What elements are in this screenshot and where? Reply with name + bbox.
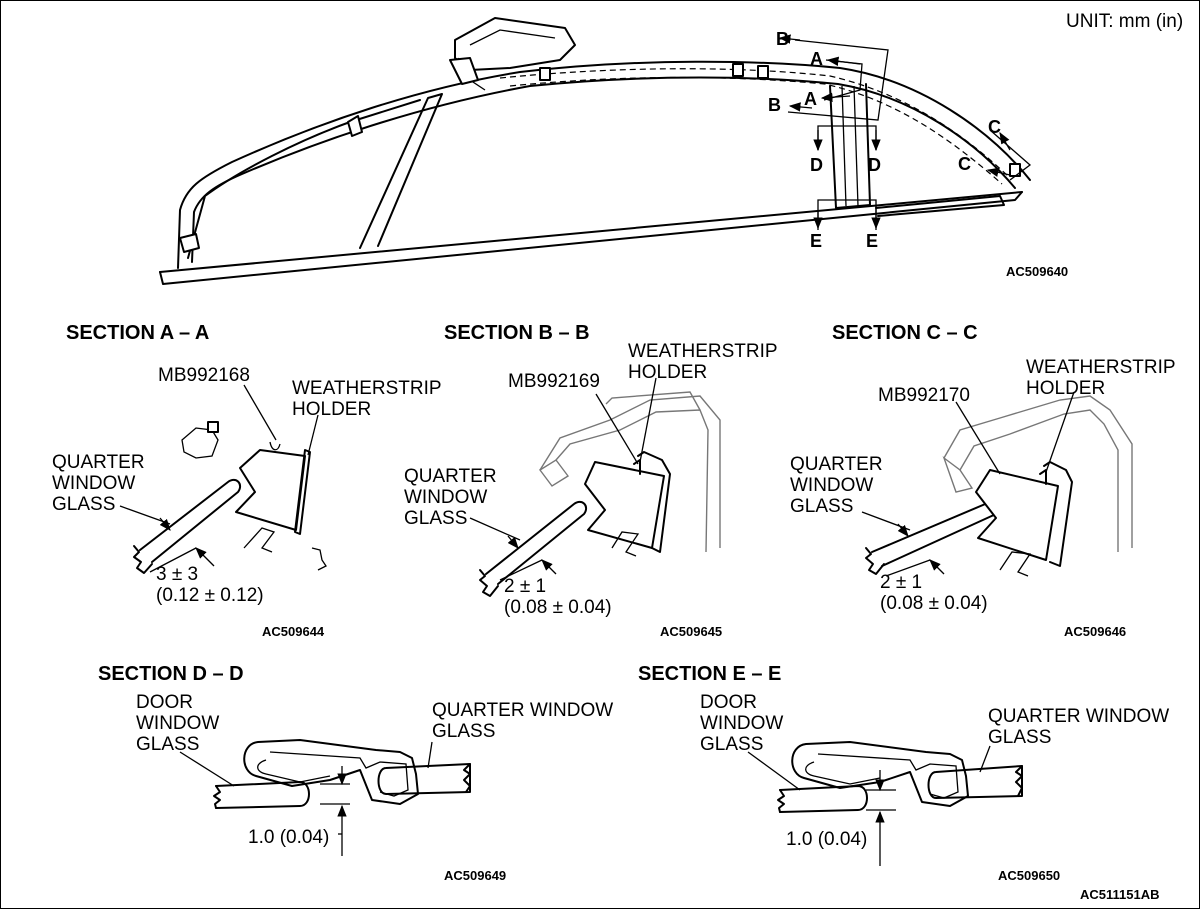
section-e-quarter-glass-label: QUARTER WINDOW GLASS	[988, 706, 1170, 748]
section-c-title: SECTION C – C	[832, 322, 978, 344]
cut-plane-arrows	[778, 34, 1011, 230]
section-c-tool-label: MB992170	[878, 385, 970, 406]
section-a-figure-code: AC509644	[262, 624, 325, 639]
section-a-dimension: 3 ± 3 (0.12 ± 0.12)	[156, 564, 264, 606]
section-e-door-glass-label: DOOR WINDOW GLASS	[700, 692, 784, 755]
overview-figure-code: AC509640	[1006, 264, 1069, 279]
cut-marker-a-lower: A	[804, 89, 817, 109]
cut-marker-a-upper: A	[810, 49, 823, 69]
section-b-glass-label: QUARTER WINDOW GLASS	[404, 466, 497, 529]
overview-window-frame	[159, 17, 1032, 285]
section-a-holder-label: WEATHERSTRIP HOLDER	[292, 378, 442, 420]
cut-marker-c-upper: C	[988, 117, 1001, 137]
section-e-drawing	[747, 741, 1023, 866]
section-c-drawing	[861, 391, 1133, 577]
cut-marker-e-right: E	[866, 231, 879, 251]
cut-marker-b-upper: B	[776, 29, 789, 49]
section-b-tool-label: MB992169	[508, 371, 600, 392]
section-b-title: SECTION B – B	[444, 322, 590, 344]
cut-marker-d-right: D	[868, 155, 881, 175]
section-b-dimension: 2 ± 1 (0.08 ± 0.04)	[504, 576, 612, 618]
section-c-dimension: 2 ± 1 (0.08 ± 0.04)	[880, 572, 988, 614]
section-d-figure-code: AC509649	[444, 868, 507, 883]
section-d-quarter-glass-label: QUARTER WINDOW GLASS	[432, 700, 614, 742]
section-a-tool-label: MB992168	[158, 365, 250, 386]
section-c-figure-code: AC509646	[1064, 624, 1127, 639]
section-d-title: SECTION D – D	[98, 663, 244, 685]
section-e-title: SECTION E – E	[638, 663, 782, 685]
section-d-dimension: 1.0 (0.04)	[248, 827, 330, 848]
cut-marker-e-left: E	[810, 231, 823, 251]
cut-marker-b-lower: B	[768, 95, 781, 115]
section-b-drawing	[469, 377, 721, 597]
section-c-holder-label: WEATHERSTRIP HOLDER	[1026, 357, 1176, 399]
section-d-drawing	[179, 739, 471, 856]
section-a-drawing	[119, 384, 327, 574]
sheet-figure-code: AC511151AB	[1080, 887, 1160, 902]
cut-marker-d-left: D	[810, 155, 823, 175]
section-b-figure-code: AC509645	[660, 624, 723, 639]
cut-marker-c-lower: C	[958, 154, 971, 174]
section-e-figure-code: AC509650	[998, 868, 1061, 883]
section-a-title: SECTION A – A	[66, 322, 210, 344]
section-a-glass-label: QUARTER WINDOW GLASS	[52, 452, 145, 515]
section-b-holder-label: WEATHERSTRIP HOLDER	[628, 341, 778, 383]
section-c-glass-label: QUARTER WINDOW GLASS	[790, 454, 883, 517]
section-e-dimension: 1.0 (0.04)	[786, 829, 868, 850]
section-d-door-glass-label: DOOR WINDOW GLASS	[136, 692, 220, 755]
unit-label: UNIT: mm (in)	[1066, 11, 1184, 32]
